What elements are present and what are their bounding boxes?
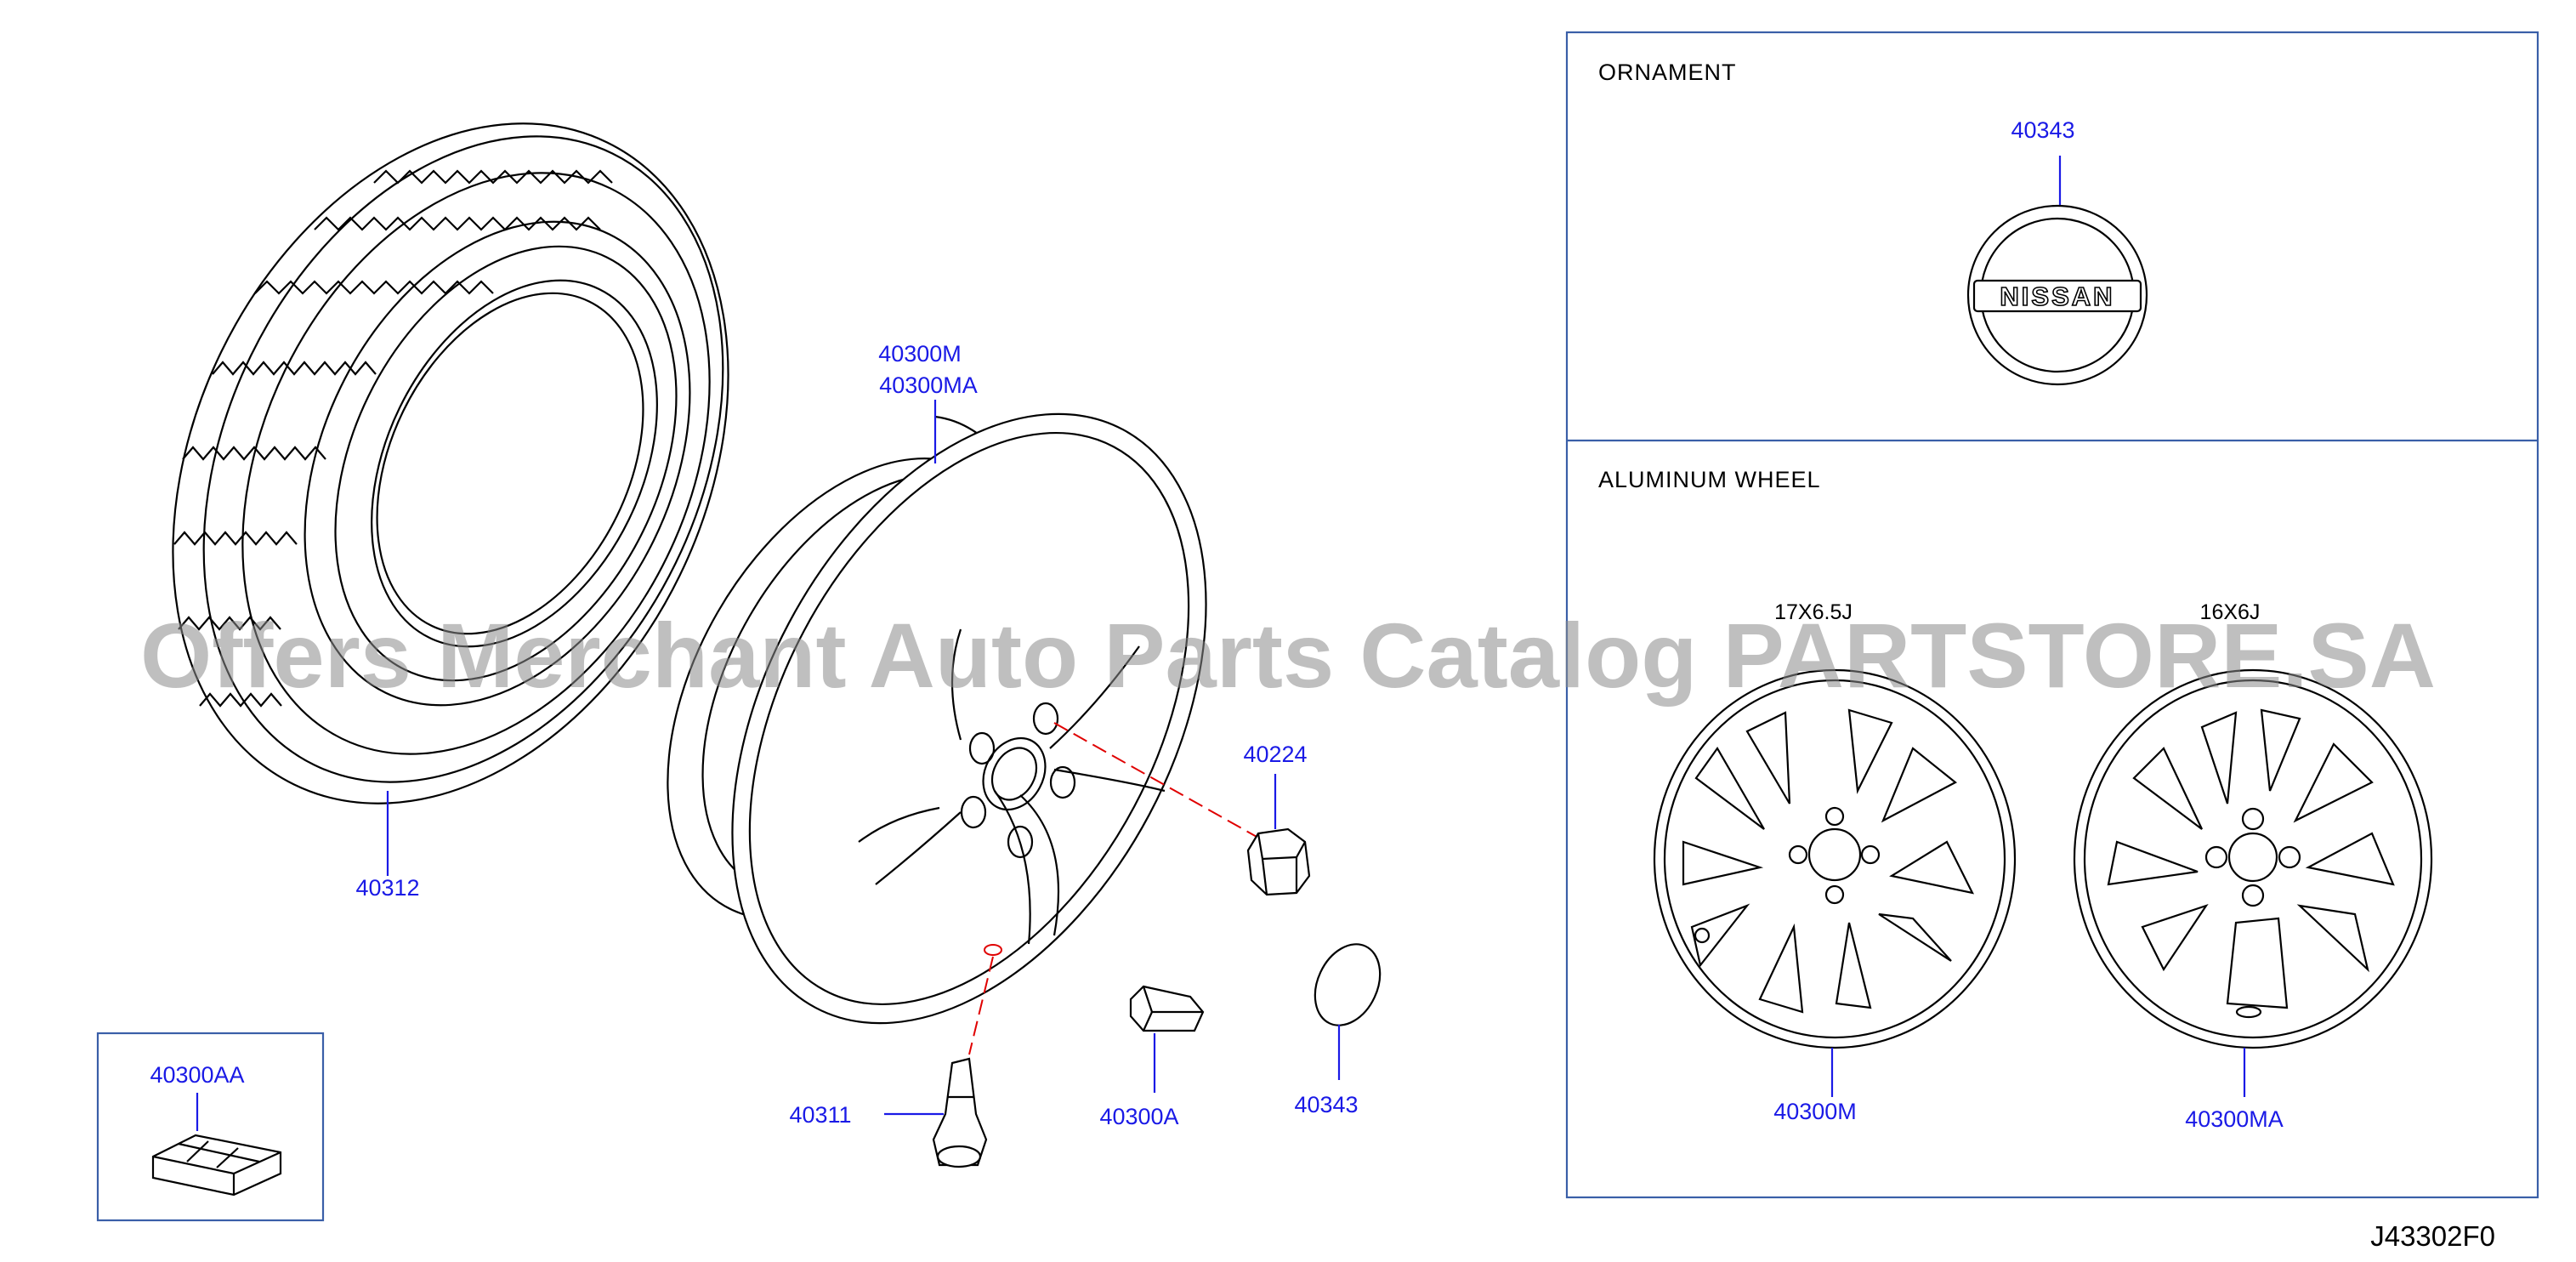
wheel-illustration[interactable] <box>593 333 1303 1103</box>
nissan-emblem-illustration[interactable]: NISSAN <box>1966 204 2148 386</box>
reference-panel <box>1565 31 2539 1199</box>
ornament-part-label[interactable]: 40343 <box>2011 117 2074 143</box>
cap-part-label[interactable]: 40343 <box>1294 1092 1358 1117</box>
clip-weight-illustration[interactable] <box>1129 985 1205 1032</box>
wheel-16-part-label[interactable]: 40300MA <box>2185 1106 2284 1132</box>
nut-guide-line <box>1053 722 1259 838</box>
wheel-17-size-label: 17X6.5J <box>1774 600 1853 624</box>
valve-guide-line <box>968 956 994 1055</box>
watermark-text: Offers Merchant Auto Parts Catalog PARTS… <box>140 604 2436 707</box>
valve-part-label[interactable]: 40311 <box>789 1102 851 1128</box>
diagram-code: J43302F0 <box>2370 1220 2495 1252</box>
ornament-section-title: ORNAMENT <box>1598 60 1737 85</box>
wheel-nut-illustration[interactable] <box>1246 827 1311 896</box>
valve-illustration[interactable] <box>932 1057 988 1168</box>
tire-part-label[interactable]: 40312 <box>355 875 419 901</box>
wheel-17-part-label[interactable]: 40300M <box>1773 1099 1857 1124</box>
emblem-text: NISSAN <box>2000 281 2114 311</box>
balance-weight-box <box>96 1032 325 1222</box>
center-cap-illustration[interactable] <box>1302 934 1393 1036</box>
wheel-part-label-2[interactable]: 40300MA <box>879 372 978 398</box>
balance-weight-illustration[interactable] <box>151 1134 282 1197</box>
tire-illustration[interactable] <box>65 31 837 896</box>
wheel-part-label-1[interactable]: 40300M <box>878 341 962 367</box>
weight-part-label[interactable]: 40300A <box>1099 1104 1178 1129</box>
wheel-16-illustration[interactable] <box>2073 668 2433 1049</box>
aluminum-wheel-section-title: ALUMINUM WHEEL <box>1598 467 1821 492</box>
balance-weight-part-label[interactable]: 40300AA <box>150 1062 244 1088</box>
wheel-17-illustration[interactable] <box>1653 668 2017 1049</box>
wheel-16-size-label: 16X6J <box>2200 600 2261 624</box>
nut-part-label[interactable]: 40224 <box>1243 742 1307 767</box>
